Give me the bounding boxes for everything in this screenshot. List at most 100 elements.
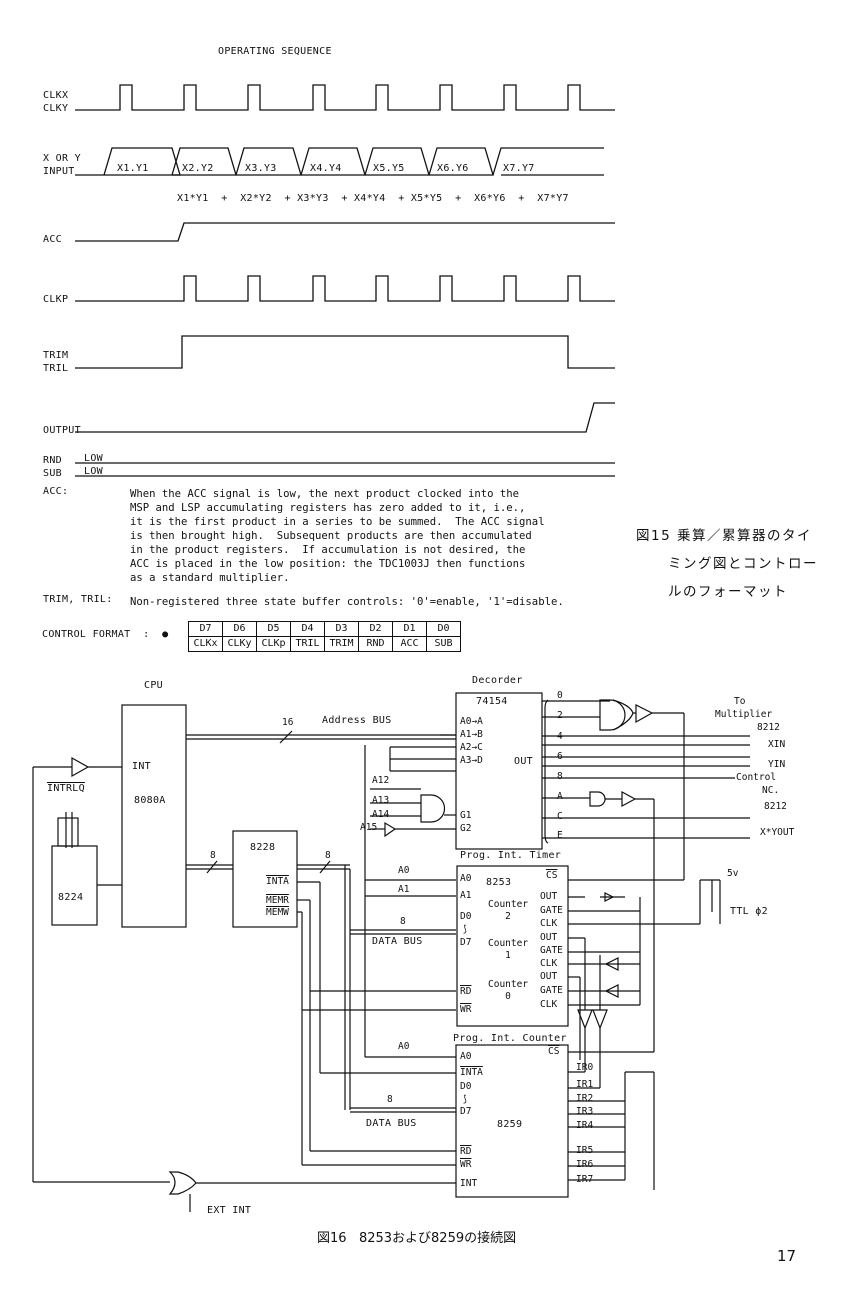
addr-line-a12: A12 xyxy=(372,775,390,786)
control-format-table: D7 D6 D5 D4 D3 D2 D1 D0 CLKx CLKy CLKp T… xyxy=(188,621,461,652)
addr-line-a14: A14 xyxy=(372,809,390,820)
pic-pin-d7: D7 xyxy=(460,1106,472,1117)
pic-pin-dots: ⟆ xyxy=(462,1094,468,1105)
decoder-in-a3: A3→D xyxy=(460,755,483,766)
pic-cs: CS xyxy=(548,1046,560,1057)
timer-cs: CS xyxy=(546,870,558,881)
signal-label-input: INPUT xyxy=(43,166,75,177)
timer-pin-dots: ⟆ xyxy=(462,924,468,935)
name-acc: ACC xyxy=(392,636,427,652)
pic-box xyxy=(455,1044,569,1198)
decoder-out-2: 2 xyxy=(557,710,563,721)
signal-label-tril: TRIL xyxy=(43,363,69,374)
signal-label-output: OUTPUT xyxy=(43,425,81,436)
figure15-caption: 図15 乗算／累算器のタイ ミング図とコントロー ルのフォーマット xyxy=(636,522,818,606)
xyout-label: X*YOUT xyxy=(760,827,795,838)
decoder-out-e: E xyxy=(557,830,563,841)
timer-chip: 8253 xyxy=(486,877,512,888)
timer-clk-2: CLK xyxy=(540,918,558,929)
xin-label: XIN xyxy=(768,739,786,750)
signal-label-rnd: RND xyxy=(43,455,62,466)
figure15-line-3: ルのフォーマット xyxy=(668,584,788,600)
pic-ir6: IR6 xyxy=(576,1159,594,1170)
pic-pin-rd: RD xyxy=(460,1146,472,1157)
decoder-g1: G1 xyxy=(460,810,472,821)
name-sub: SUB xyxy=(426,636,461,652)
ctrl-chip-label: 8228 xyxy=(250,842,276,853)
data-bus-label-2: DATA BUS xyxy=(366,1118,417,1129)
timer-pin-d7: D7 xyxy=(460,937,472,948)
ext-int-label: EXT INT xyxy=(207,1205,252,1216)
signal-label-clkx: CLKX xyxy=(43,90,69,101)
signal-label-trim: TRIM xyxy=(43,350,69,361)
cpu-chip-label: 8080A xyxy=(134,795,166,806)
ctrl-pin-memr: MEMR xyxy=(266,895,289,906)
timer-clk-1: CLK xyxy=(540,958,558,969)
ctrl-chip-box xyxy=(232,830,298,928)
clock-chip-box xyxy=(51,845,98,926)
bus-width-ctrl: 8 xyxy=(325,850,331,861)
cpu-int-label: INT xyxy=(132,761,151,772)
figure15-line-1: 乗算／累算器のタイ xyxy=(676,528,812,544)
pic-ir7: IR7 xyxy=(576,1174,594,1185)
name-clky: CLKy xyxy=(222,636,257,652)
decoder-in-a2: A2→C xyxy=(460,742,483,753)
control-out-label: Control xyxy=(736,772,777,783)
timing-title: OPERATING SEQUENCE xyxy=(218,46,332,57)
multiplier-label: Multiplier xyxy=(715,709,773,720)
pic-ir2: IR2 xyxy=(576,1093,594,1104)
input-value-2: X2.Y2 xyxy=(182,163,214,174)
acc-note-text: When the ACC signal is low, the next pro… xyxy=(130,488,545,584)
pic-pin-a0: A0 xyxy=(460,1051,472,1062)
signal-label-clkp: CLKP xyxy=(43,294,69,305)
control-format-label: CONTROL FORMAT : ● xyxy=(42,629,169,640)
decoder-out-8: 8 xyxy=(557,771,563,782)
timer-pin-wr: WR xyxy=(460,1004,472,1015)
decoder-out-a: A xyxy=(557,791,563,802)
rnd-low-label: LOW xyxy=(84,453,103,464)
input-value-1: X1.Y1 xyxy=(117,163,149,174)
bus-width-address: 16 xyxy=(282,717,294,728)
pic-pin-wr: WR xyxy=(460,1159,472,1170)
bus-width-timer: 8 xyxy=(400,916,406,927)
input-value-3: X3.Y3 xyxy=(245,163,277,174)
decoder-g2: G2 xyxy=(460,823,472,834)
address-bus-label: Address BUS xyxy=(322,715,392,726)
bus-width-cpu: 8 xyxy=(210,850,216,861)
ttl-clock-label: TTL ϕ2 xyxy=(730,906,768,917)
control-names-row: CLKx CLKy CLKp TRIL TRIM RND ACC SUB xyxy=(188,636,461,652)
decoder-out-c: C xyxy=(557,811,563,822)
decoder-out-6: 6 xyxy=(557,751,563,762)
timer-out-0: OUT xyxy=(540,971,558,982)
signal-label-acc: ACC xyxy=(43,234,62,245)
input-value-6: X6.Y6 xyxy=(437,163,469,174)
addr-line-a15: A15 xyxy=(360,822,378,833)
pic-ir5: IR5 xyxy=(576,1145,594,1156)
a0-label-pic: A0 xyxy=(398,1041,410,1052)
timer-gate-0: GATE xyxy=(540,985,563,996)
ctrl-pin-memw: MEMW xyxy=(266,907,289,918)
timer-pin-a1: A1 xyxy=(460,890,472,901)
pic-ir4: IR4 xyxy=(576,1120,594,1131)
figure16-caption: 図16 8253および8259の接続図 xyxy=(317,1231,517,1246)
tri-note-label: TRIM, TRIL: xyxy=(43,594,113,605)
supply-label: 5v xyxy=(727,868,739,879)
timer-out-1: OUT xyxy=(540,932,558,943)
figure15-line-2: ミング図とコントロー xyxy=(668,556,818,572)
name-tril: TRIL xyxy=(290,636,325,652)
product-sum: X1*Y1 + X2*Y2 + X3*Y3 + X4*Y4 + X5*Y5 + … xyxy=(177,193,569,204)
nc-label: NC. xyxy=(762,785,780,796)
cpu-chip-box xyxy=(121,704,187,928)
figure15-number: 図15 xyxy=(636,528,672,544)
timer-gate-2: GATE xyxy=(540,905,563,916)
decoder-chip: 74154 xyxy=(476,696,508,707)
timer-counter-2: Counter 2 xyxy=(488,899,529,922)
intrlq-label: INTRLQ xyxy=(47,783,85,794)
timer-gate-1: GATE xyxy=(540,945,563,956)
pic-pin-inta: INTA xyxy=(460,1067,483,1078)
input-value-7: X7.Y7 xyxy=(503,163,535,174)
a1-label-timer: A1 xyxy=(398,884,410,895)
timer-counter-1: Counter 1 xyxy=(488,938,529,961)
pic-ir0: IR0 xyxy=(576,1062,594,1073)
